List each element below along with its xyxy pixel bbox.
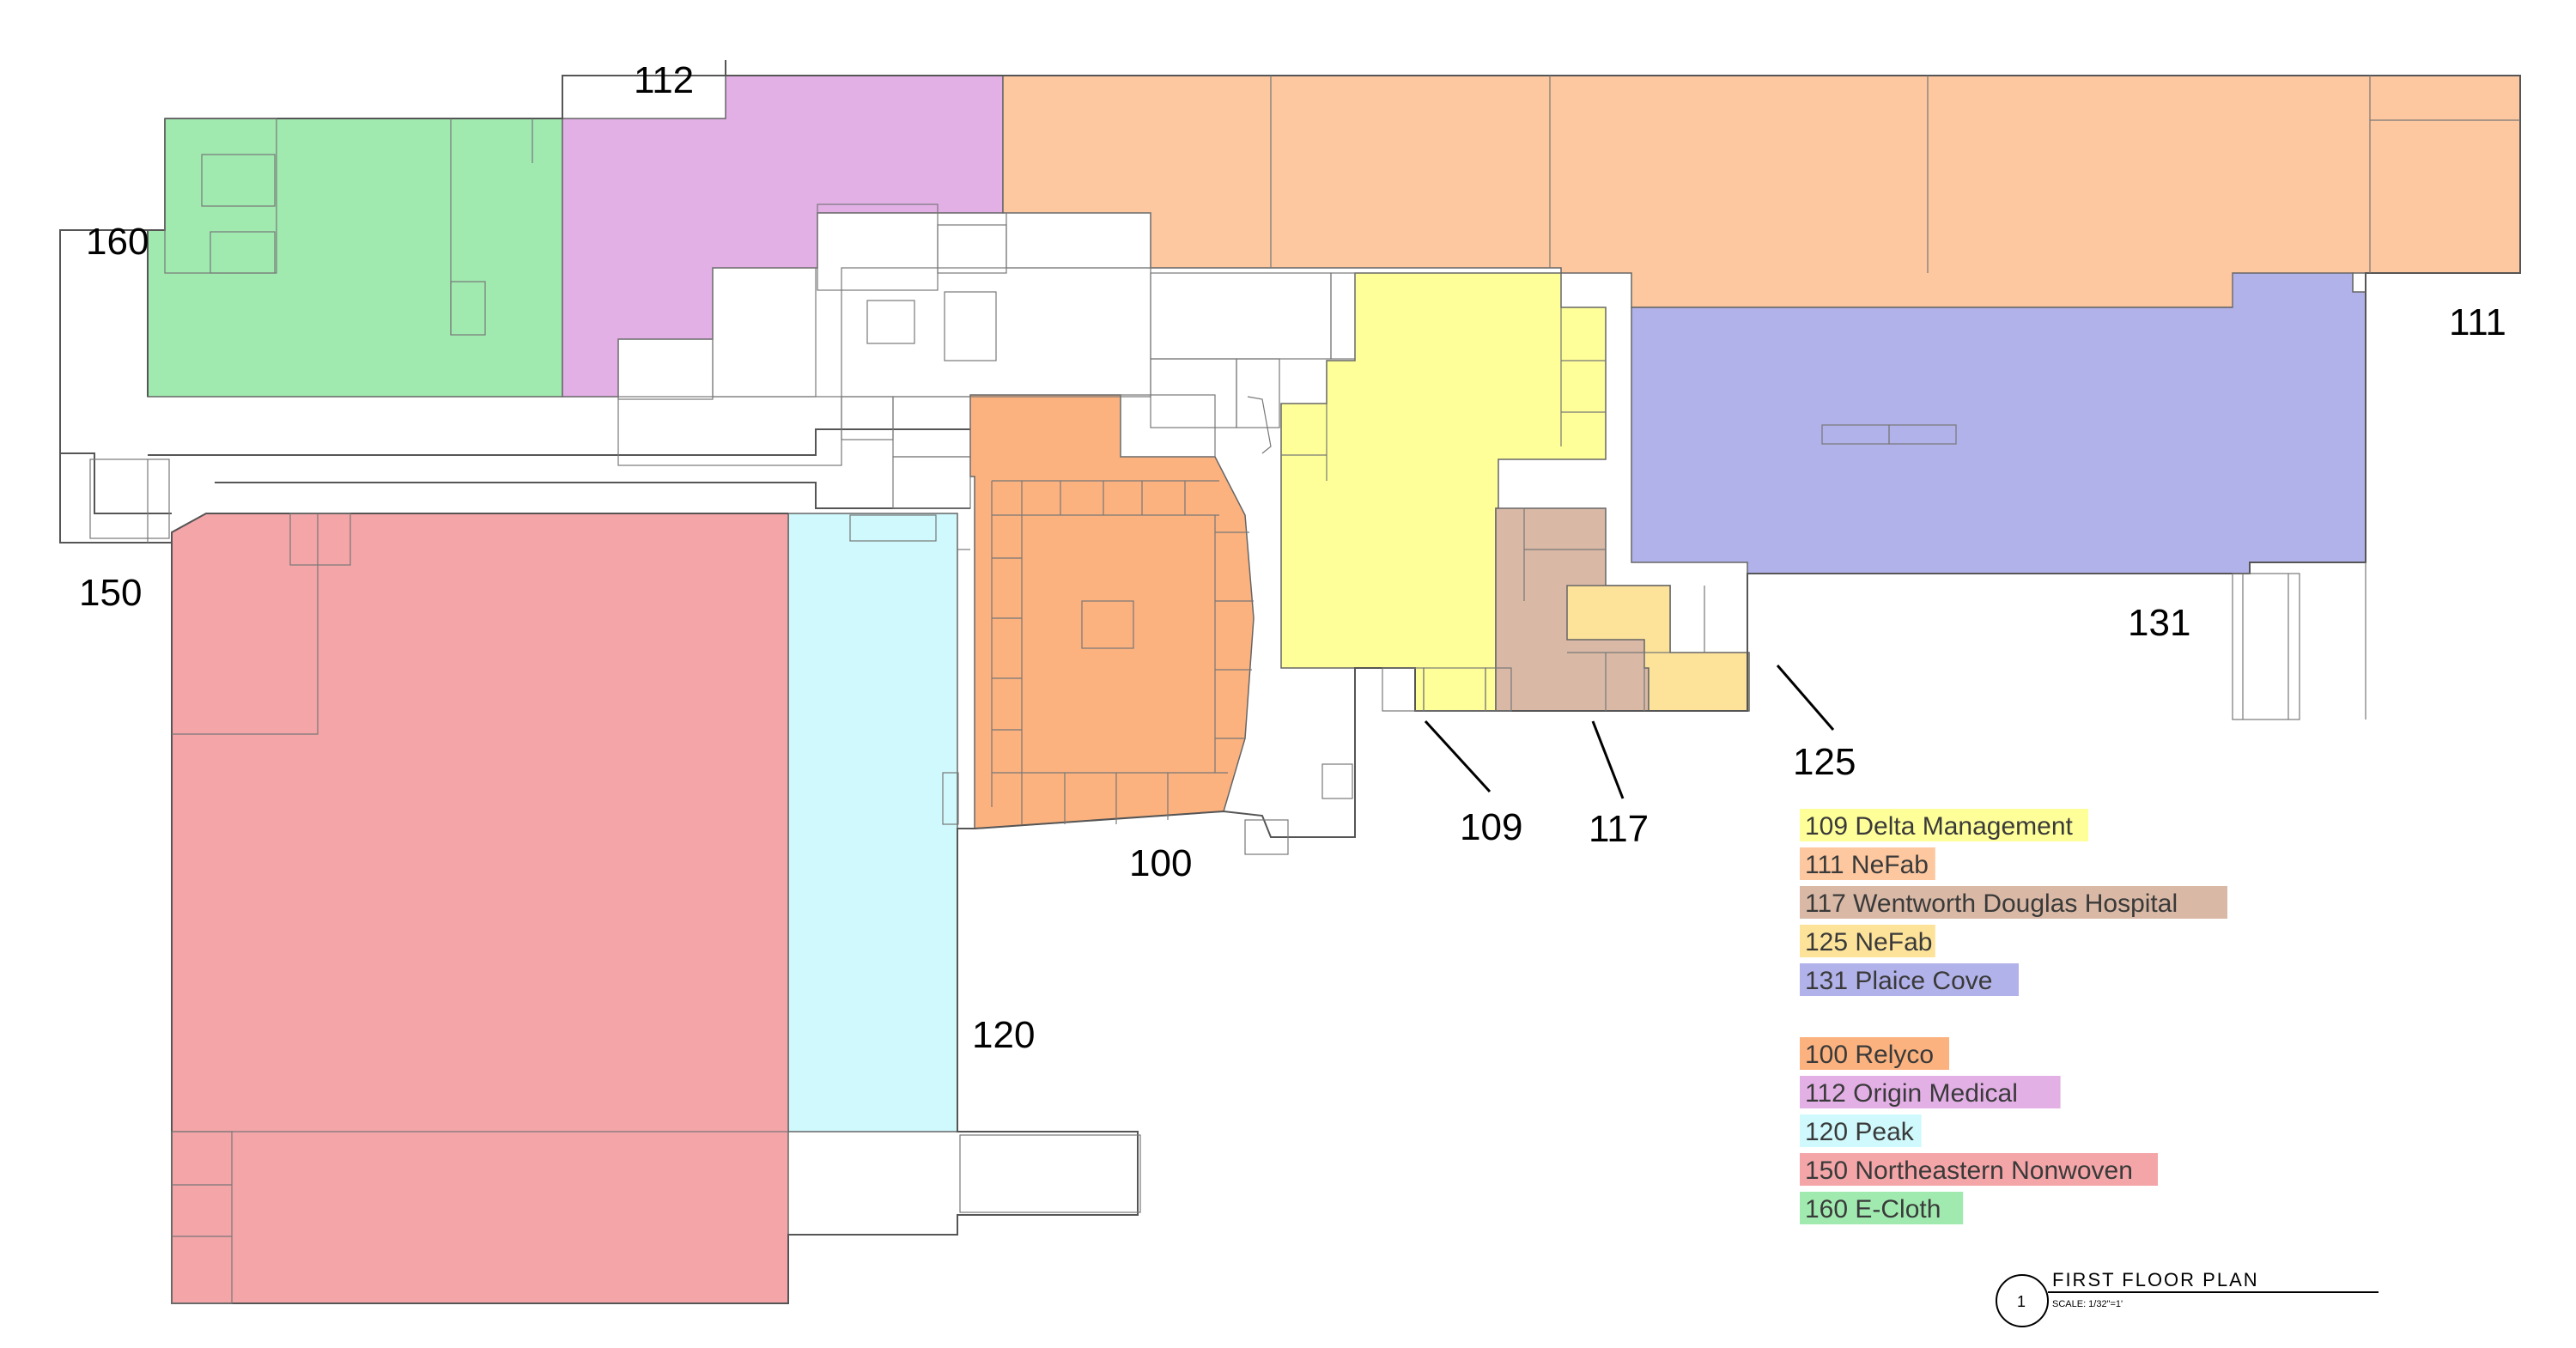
leader-125 xyxy=(1776,665,1835,731)
legend-label-120: 120 Peak xyxy=(1805,1118,1915,1146)
drawing-number-circle xyxy=(1996,1274,2049,1327)
legend-label-111: 111 NeFab xyxy=(1805,851,1929,879)
unit-label-100: 100 xyxy=(1129,842,1192,884)
legend-swatch-112 xyxy=(1800,1076,2061,1108)
legend-swatch-150 xyxy=(1800,1153,2158,1186)
legend-swatch-131 xyxy=(1800,963,2019,996)
legend-swatch-111 xyxy=(1800,847,1935,880)
unit-label-120: 120 xyxy=(972,1014,1035,1056)
legend-swatch-109 xyxy=(1800,809,2088,841)
unit-label-150: 150 xyxy=(79,572,142,614)
title-block: 1 FIRST FLOOR PLAN SCALE: 1/32"=1' xyxy=(1996,1269,2379,1327)
unit-label-131: 131 xyxy=(2128,602,2190,644)
suite-150[interactable] xyxy=(171,513,789,1304)
leader-117 xyxy=(1591,720,1625,799)
legend-label-160: 160 E-Cloth xyxy=(1805,1195,1941,1224)
leader-109 xyxy=(1424,720,1492,793)
legend-swatch-125 xyxy=(1800,925,1935,957)
drawing-number: 1 xyxy=(2017,1293,2026,1310)
legend: 109 Delta Management 111 NeFab 117 Wentwor… xyxy=(1800,809,2227,1224)
legend-swatch-117 xyxy=(1800,886,2227,919)
legend-label-109: 109 Delta Management xyxy=(1805,812,2074,841)
drawing-title: FIRST FLOOR PLAN xyxy=(2052,1269,2259,1290)
unit-label-111: 111 xyxy=(2449,301,2506,343)
legend-label-150: 150 Northeastern Nonwoven xyxy=(1805,1157,2133,1185)
unit-label-112: 112 xyxy=(634,59,694,101)
unit-label-117: 117 xyxy=(1589,808,1649,850)
unit-label-125: 125 xyxy=(1793,741,1856,783)
drawing-scale: SCALE: 1/32"=1' xyxy=(2052,1299,2123,1309)
building-walls xyxy=(59,60,2521,1304)
suite-120[interactable] xyxy=(787,513,958,1132)
legend-label-131: 131 Plaice Cove xyxy=(1805,967,1992,995)
legend-label-112: 112 Origin Medical xyxy=(1805,1079,2018,1108)
legend-swatch-100 xyxy=(1800,1037,1949,1070)
unit-label-160: 160 xyxy=(86,221,149,263)
suite-100[interactable] xyxy=(969,394,1255,829)
legend-swatch-120 xyxy=(1800,1114,1922,1147)
legend-label-125: 125 NeFab xyxy=(1805,928,1932,956)
legend-label-117: 117 Wentworth Douglas Hospital xyxy=(1805,890,2178,918)
unit-label-109: 109 xyxy=(1460,806,1522,848)
suite-112[interactable] xyxy=(562,75,1004,398)
suite-131[interactable] xyxy=(1631,272,2366,574)
legend-swatch-160 xyxy=(1800,1192,1964,1224)
legend-label-100: 100 Relyco xyxy=(1805,1041,1934,1069)
